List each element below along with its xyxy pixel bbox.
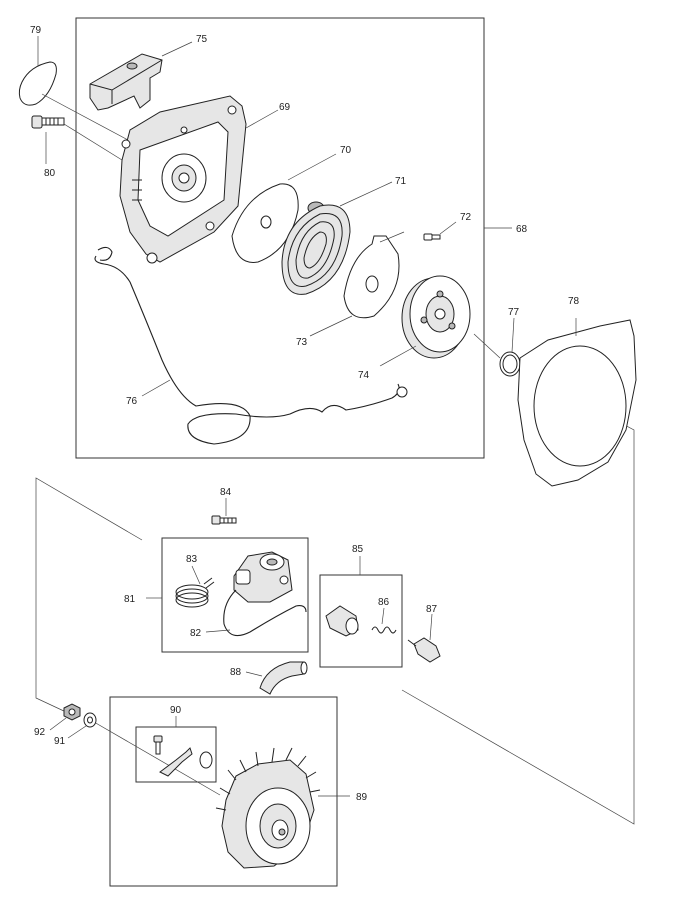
label-87: 87 [426,604,438,615]
label-91: 91 [54,736,66,747]
starter-assembly-box [75,17,485,459]
label-71: 71 [395,176,407,187]
part-72-screw [423,221,457,241]
label-74: 74 [358,370,370,381]
label-85: 85 [352,544,364,555]
label-89: 89 [356,792,368,803]
part-69-starter-case [119,95,279,264]
part-75-handle [89,41,193,111]
part-81-ignition-coil [146,551,293,603]
part-77-ring [473,317,521,377]
part-76-starter-rope [94,246,408,445]
label-92: 92 [34,727,46,738]
label-81: 81 [124,594,136,605]
part-84-bolt [211,498,237,525]
label-88: 88 [230,667,242,678]
part-82-cord [205,589,307,637]
part-87-spark-plug [407,613,441,663]
label-79: 79 [30,25,42,36]
label-78: 78 [568,296,580,307]
part-92-nut [49,703,81,731]
label-82: 82 [190,628,202,639]
part-70-washer [231,153,337,263]
label-80: 80 [44,168,56,179]
part-74-pulley [379,275,471,367]
part-85-plug-cap [325,556,361,637]
label-69: 69 [279,102,291,113]
part-79-cover-plate [18,36,129,141]
label-77: 77 [508,307,520,318]
flywheel-box [109,696,338,887]
label-83: 83 [186,554,198,565]
part-78-gasket [517,318,637,487]
label-84: 84 [220,487,232,498]
label-86: 86 [378,597,390,608]
label-90: 90 [170,705,182,716]
part-90-pawl-set [153,716,213,777]
alignment-line-right [401,411,635,825]
part-88-tube [245,661,308,695]
part-80-bolt [31,115,123,164]
part-89-flywheel [215,747,350,869]
label-75: 75 [196,34,208,45]
label-68: 68 [516,224,528,235]
label-72: 72 [460,212,472,223]
alignment-line-flywheel [93,721,221,796]
part-83-spring-clip [175,565,215,608]
spark-plug-box [319,574,403,668]
label-76: 76 [126,396,138,407]
label-73: 73 [296,337,308,348]
alignment-line-left [35,477,143,713]
part-91-washer [67,712,97,739]
ignition-coil-box [161,537,309,653]
part-73-plate [309,231,405,337]
label-70: 70 [340,145,352,156]
part-86-spring [371,607,397,634]
part-71-spring [281,181,393,295]
